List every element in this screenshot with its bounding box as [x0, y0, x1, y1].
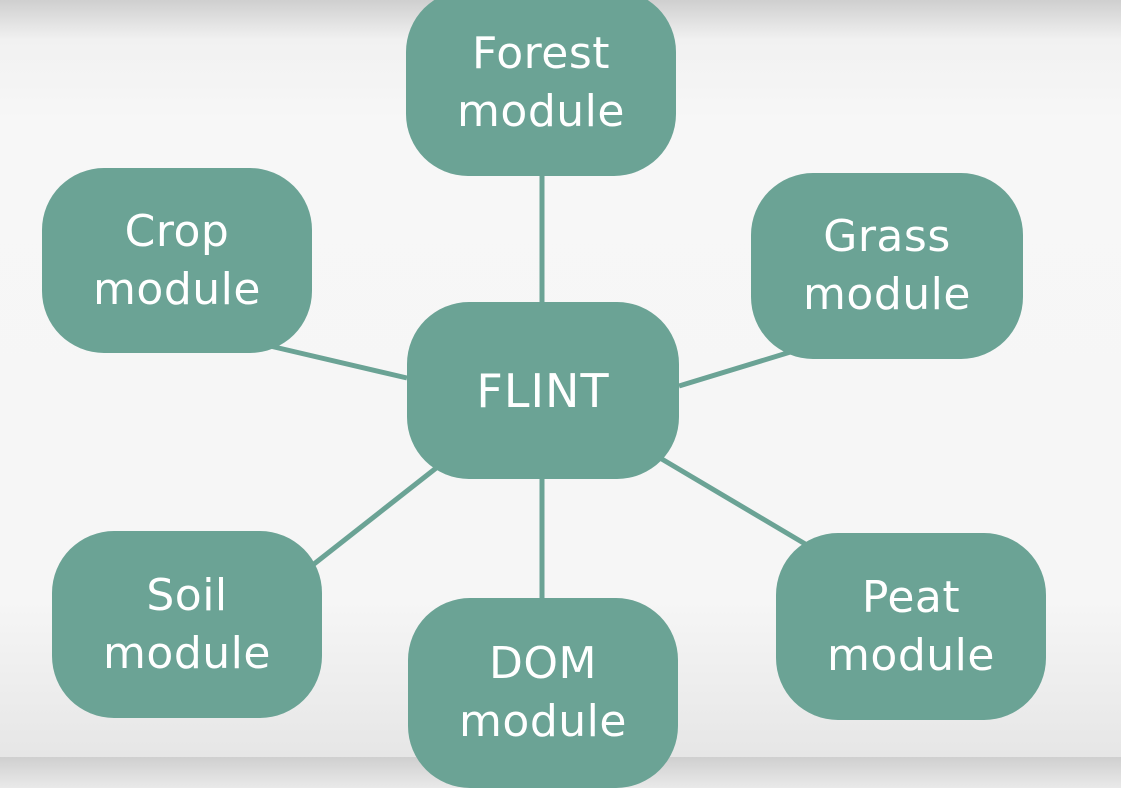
- connector-flint-peat: [653, 452, 814, 551]
- dom-module-line2: module: [459, 696, 627, 747]
- soil-module-line2: module: [103, 627, 271, 679]
- connector-layer: [269, 176, 814, 598]
- soil-module-line1: Soil: [146, 569, 228, 621]
- soil-module-node: Soil module: [52, 531, 322, 718]
- connector-flint-crop: [269, 343, 408, 381]
- peat-module-line2: module: [827, 629, 995, 681]
- peat-module-node: Peat module: [776, 533, 1046, 720]
- crop-module-node: Crop module: [42, 168, 312, 353]
- connector-flint-grass: [678, 347, 798, 389]
- flint-label: FLINT: [476, 363, 610, 418]
- crop-module-line2: module: [93, 263, 261, 315]
- peat-module-line1: Peat: [861, 571, 961, 623]
- forest-module-line1: Forest: [471, 28, 611, 79]
- flint-center-node: FLINT: [407, 302, 679, 479]
- grass-module-line2: module: [803, 269, 971, 320]
- forest-module-node: Forest module: [406, 0, 676, 176]
- connector-flint-soil: [298, 463, 442, 577]
- forest-module-line2: module: [457, 86, 625, 137]
- grass-module-node: Grass module: [751, 173, 1023, 359]
- grass-module-line1: Grass: [823, 211, 951, 262]
- crop-module-line1: Crop: [124, 205, 230, 257]
- dom-module-node: DOM module: [408, 598, 678, 788]
- dom-module-line1: DOM: [489, 638, 597, 689]
- flint-module-diagram: Forest module Crop module Grass module F…: [42, 0, 1046, 788]
